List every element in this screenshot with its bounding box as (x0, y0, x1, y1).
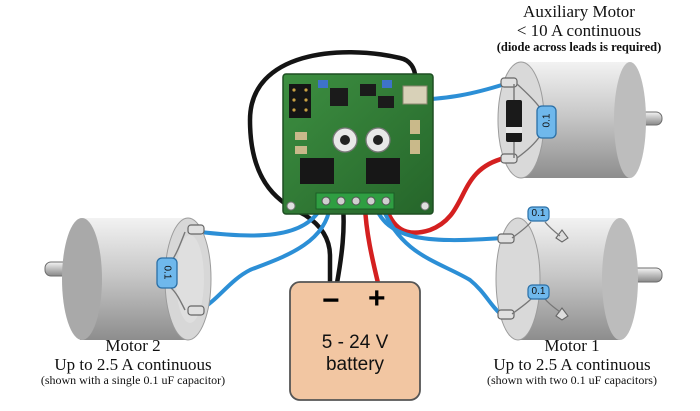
capacitor-icon (527, 206, 550, 222)
capacitor-icon (527, 284, 550, 300)
battery-positive-sign: + (368, 282, 386, 315)
motor-2-note: (shown with a single 0.1 uF capacitor) (40, 373, 226, 388)
motor-1-caption: Motor 1 Up to 2.5 A continuous (shown wi… (446, 336, 698, 388)
capacitor-label-aux: 0.1 (541, 113, 553, 128)
battery-icon (289, 281, 421, 401)
battery-negative-sign: − (322, 284, 340, 317)
battery-voltage: 5 - 24 V (321, 332, 389, 353)
wires (198, 49, 506, 317)
battery-label: 5 - 24 V battery (290, 332, 420, 376)
aux-motor-note: (diode across leads is required) (496, 40, 662, 55)
wire-black-battery (334, 205, 346, 284)
motor-2-icon (44, 217, 212, 341)
wire-blue-m1-a (373, 205, 503, 243)
controller-board-icon (282, 73, 434, 215)
motor-1-icon (495, 206, 663, 341)
motor-2-title: Motor 2 (105, 336, 161, 355)
motor-2-caption: Motor 2 Up to 2.5 A continuous (shown wi… (2, 336, 264, 388)
aux-motor-title: Auxiliary Motor (523, 2, 635, 21)
capacitor-label-m1-top: 0.1 (531, 208, 546, 219)
wire-red-aux (382, 155, 506, 235)
capacitor-label-m2: 0.1 (161, 265, 173, 280)
motor-1-current: Up to 2.5 A continuous (493, 355, 651, 375)
motor-1-title: Motor 1 (544, 336, 600, 355)
aux-motor-caption: Auxiliary Motor < 10 A continuous (diode… (458, 2, 700, 54)
wire-black-loop (247, 49, 418, 282)
diode-icon (506, 84, 522, 158)
capacitor-icon (536, 105, 557, 139)
wire-blue-m2-a (199, 205, 324, 238)
capacitor-icon (156, 257, 178, 289)
wire-blue-m2-b (198, 205, 332, 312)
battery-name: battery (325, 353, 385, 375)
capacitor-label-m1-bottom: 0.1 (531, 286, 546, 297)
auxiliary-motor-icon (497, 61, 663, 179)
wire-red-battery (362, 205, 381, 284)
motor-1-note: (shown with two 0.1 uF capacitors) (487, 373, 657, 388)
wire-blue-m1-b (380, 205, 504, 317)
motor-2-current: Up to 2.5 A continuous (54, 355, 212, 375)
aux-motor-current: < 10 A continuous (516, 21, 642, 41)
